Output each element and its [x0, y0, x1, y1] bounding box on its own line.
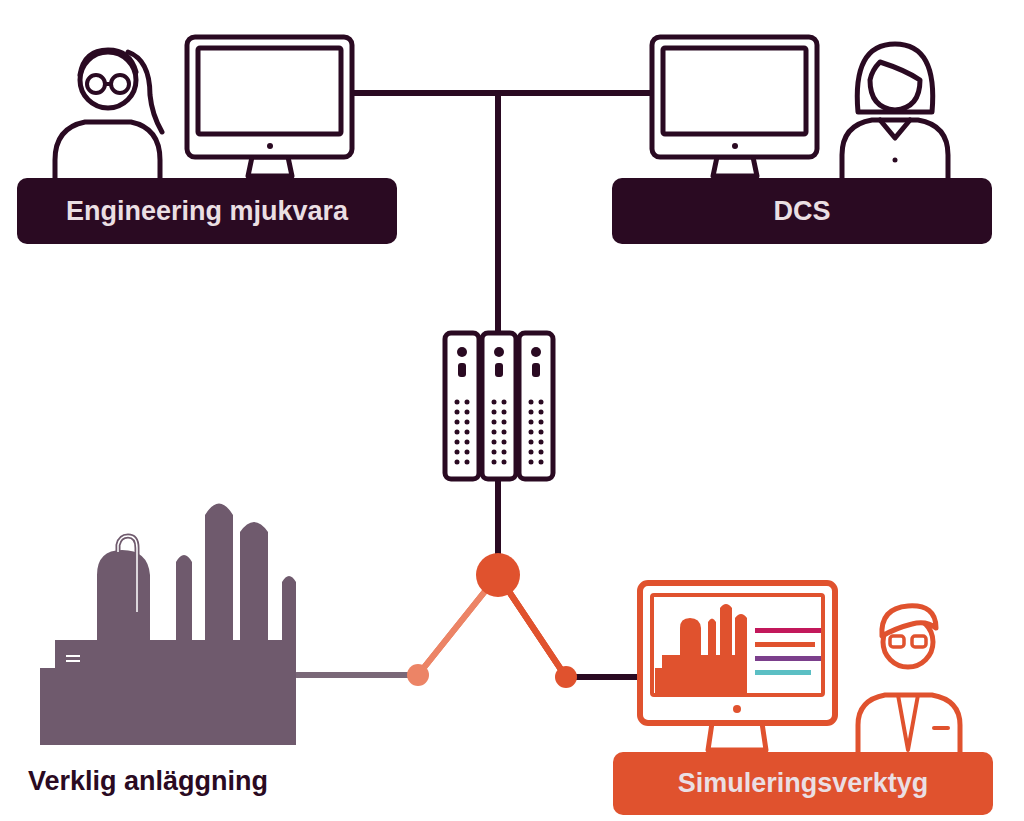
node-label: Simuleringsverktyg: [678, 768, 929, 799]
connector-segment: [566, 674, 640, 680]
network-dot: [407, 664, 429, 686]
label-bar: Engineering mjukvara: [17, 178, 397, 244]
label-bar: DCS: [612, 178, 992, 244]
node-label: DCS: [773, 196, 830, 227]
monitor-icon: [187, 37, 352, 176]
connector-segment: [352, 90, 498, 96]
connector-segment: [498, 90, 652, 96]
dcs-box: DCS: [612, 35, 992, 244]
label-bar: Simuleringsverktyg: [613, 752, 993, 815]
network-dot: [555, 666, 577, 688]
connector-segment: [498, 90, 652, 96]
server-icon: [445, 333, 553, 479]
simulation-monitor: [640, 583, 835, 750]
simulation-box: Simuleringsverktyg: [613, 583, 993, 815]
monitor-icon: [652, 37, 817, 176]
network-connector: [352, 93, 640, 677]
network-connector: [298, 575, 640, 677]
plant-illustration: [40, 504, 296, 746]
connector-segment: [298, 672, 418, 678]
connector-segment: [298, 672, 418, 678]
network-connector: [352, 93, 652, 94]
operator-figure: [842, 44, 948, 178]
network-hub: [476, 553, 520, 597]
connector-segment: [352, 90, 498, 96]
connector-segment: [498, 90, 652, 96]
node-label: Verklig anläggning: [28, 766, 268, 797]
software-box: Engineering mjukvara: [17, 35, 397, 244]
engineer-figure: [55, 50, 162, 178]
connector-segment: [298, 672, 418, 678]
engineer-figure: [858, 606, 960, 752]
connector-segment: [566, 674, 640, 680]
node-label: Engineering mjukvara: [66, 196, 348, 227]
connector-segment: [352, 90, 498, 96]
connector-segment: [566, 674, 640, 680]
plant-node: Verklig anläggning: [28, 495, 308, 800]
